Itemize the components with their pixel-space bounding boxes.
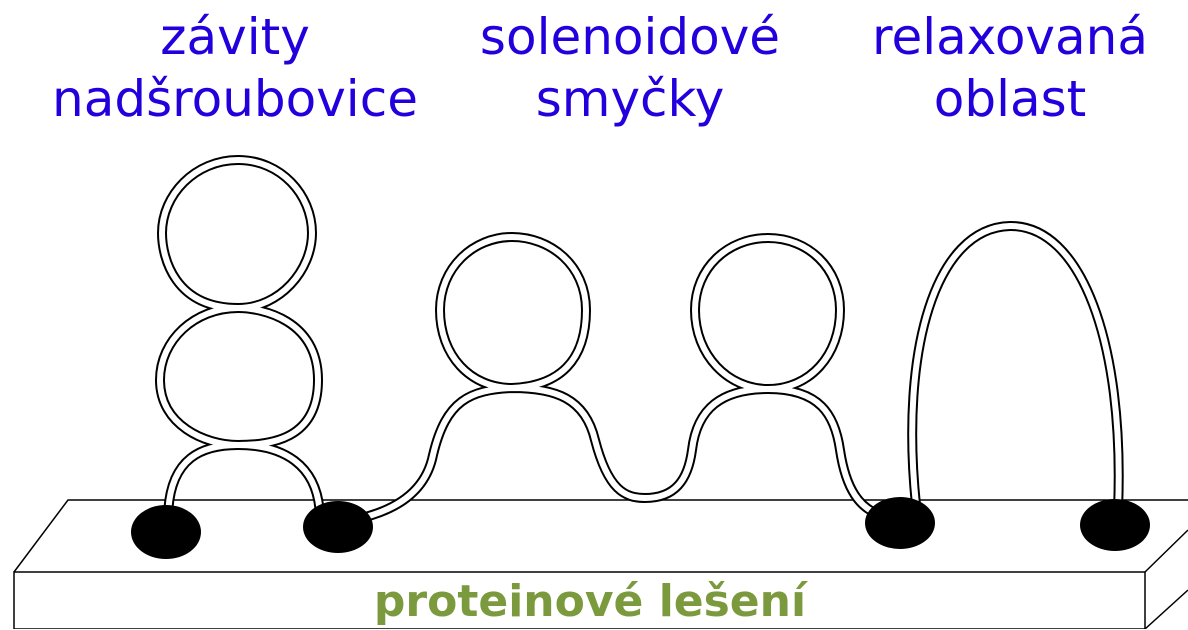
supercoil-turns-label-line1: závity <box>160 8 310 66</box>
protein-scaffold-label: proteinové lešení <box>373 576 807 627</box>
protein-scaffold <box>13 499 1188 629</box>
fiber-relaxed-inner <box>909 222 1122 513</box>
anchor-point-1 <box>131 505 201 559</box>
dna-fiber-core <box>157 157 1122 525</box>
anchor-point-2 <box>303 501 373 553</box>
scaffold-bottom-edge <box>1144 589 1188 629</box>
scaffold-side-edge <box>1144 529 1188 573</box>
relaxed-region-label: relaxovaná oblast <box>860 6 1160 130</box>
solenoid-loops-label-line1: solenoidové <box>479 8 781 66</box>
supercoil-turns-label-line2: nadšroubovice <box>52 70 418 128</box>
anchor-points <box>131 497 1150 559</box>
anchor-point-4 <box>1080 499 1150 551</box>
fiber-solenoid-inner <box>337 234 883 525</box>
anchor-point-3 <box>865 497 935 549</box>
solenoid-loops-label-line2: smyčky <box>535 70 725 128</box>
supercoil-turns-label: závity nadšroubovice <box>40 6 430 130</box>
relaxed-region-label-line2: oblast <box>933 70 1087 128</box>
solenoid-loops-label: solenoidové smyčky <box>445 6 815 130</box>
fiber-supercoil-inner <box>157 157 323 523</box>
scaffold-top-face <box>13 499 1188 573</box>
relaxed-region-label-line1: relaxovaná <box>872 8 1148 66</box>
scaffold-front-face <box>13 571 1146 629</box>
